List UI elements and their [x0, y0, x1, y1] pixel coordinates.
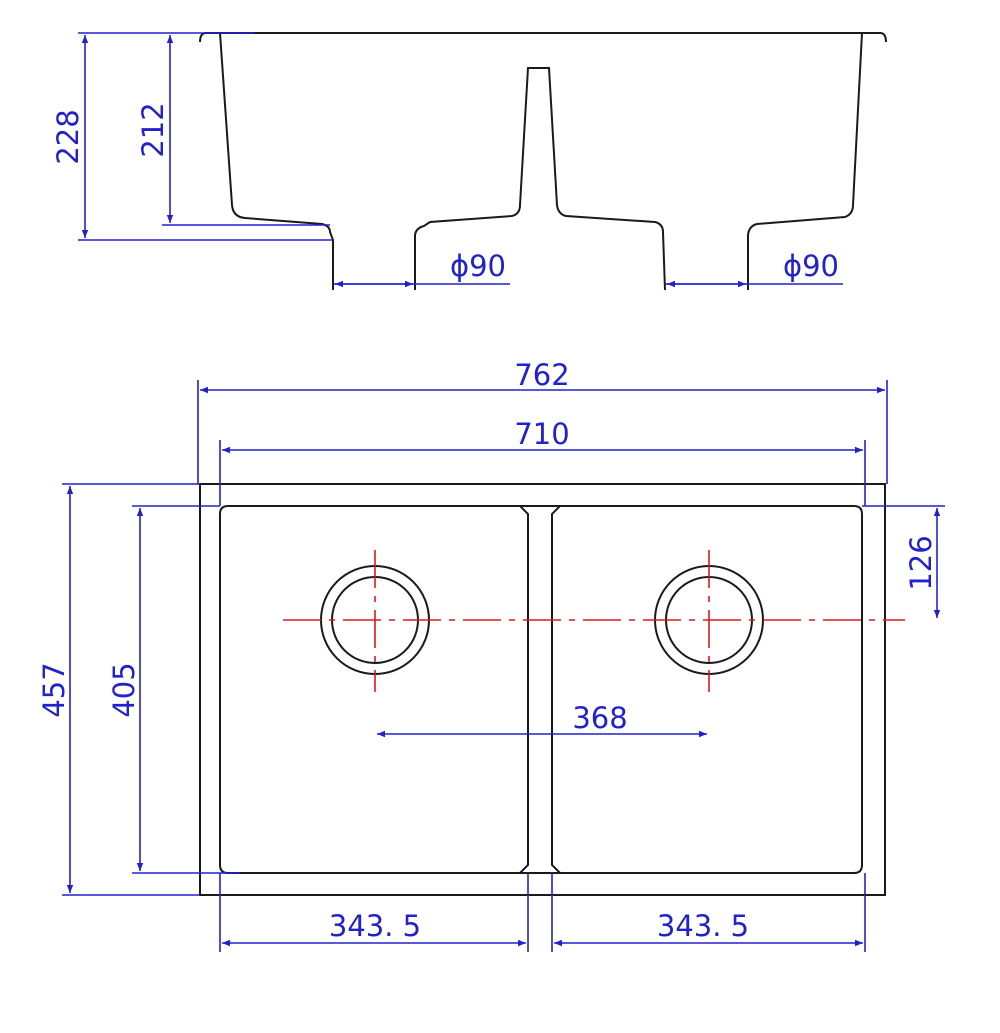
dimension-inner-depth: 405	[107, 505, 240, 874]
bowl-right-width-label: 343. 5	[657, 909, 749, 943]
bowl-left-width-label: 343. 5	[329, 909, 421, 943]
bowl-right	[551, 505, 863, 874]
sink-profile	[199, 32, 887, 291]
inner-width-label: 710	[514, 417, 569, 451]
bowl-left	[219, 505, 529, 874]
dimension-drain-right: ϕ90	[665, 249, 843, 288]
drain-offset-label: 126	[904, 535, 938, 590]
centerlines	[283, 550, 905, 692]
dimension-overall-width: 762	[197, 358, 888, 484]
dimension-bowl-right-width: 343. 5	[551, 873, 866, 952]
plan-view: 762 710 457 405 126 368	[37, 358, 945, 952]
dimension-bowl-left-width: 343. 5	[219, 873, 529, 952]
side-view: 228 212 ϕ90 ϕ90	[51, 32, 887, 291]
overall-depth-label: 457	[37, 662, 71, 717]
drain-spacing-label: 368	[572, 701, 627, 735]
dimension-height-total: 228	[51, 32, 333, 241]
dimension-overall-depth: 457	[37, 483, 200, 896]
drain-right-label: ϕ90	[783, 249, 839, 283]
dimension-drain-offset: 126	[862, 505, 945, 618]
height-total-label: 228	[51, 109, 85, 164]
overall-width-label: 762	[514, 358, 569, 392]
outer-rim	[199, 483, 886, 896]
dimension-height-bowl: 212	[136, 35, 330, 226]
dimension-drain-spacing: 368	[377, 701, 707, 738]
dimension-inner-width: 710	[219, 417, 866, 506]
drain-left-label: ϕ90	[450, 249, 506, 283]
inner-depth-label: 405	[107, 662, 141, 717]
dimension-drain-left: ϕ90	[333, 249, 510, 288]
height-bowl-label: 212	[136, 102, 170, 157]
